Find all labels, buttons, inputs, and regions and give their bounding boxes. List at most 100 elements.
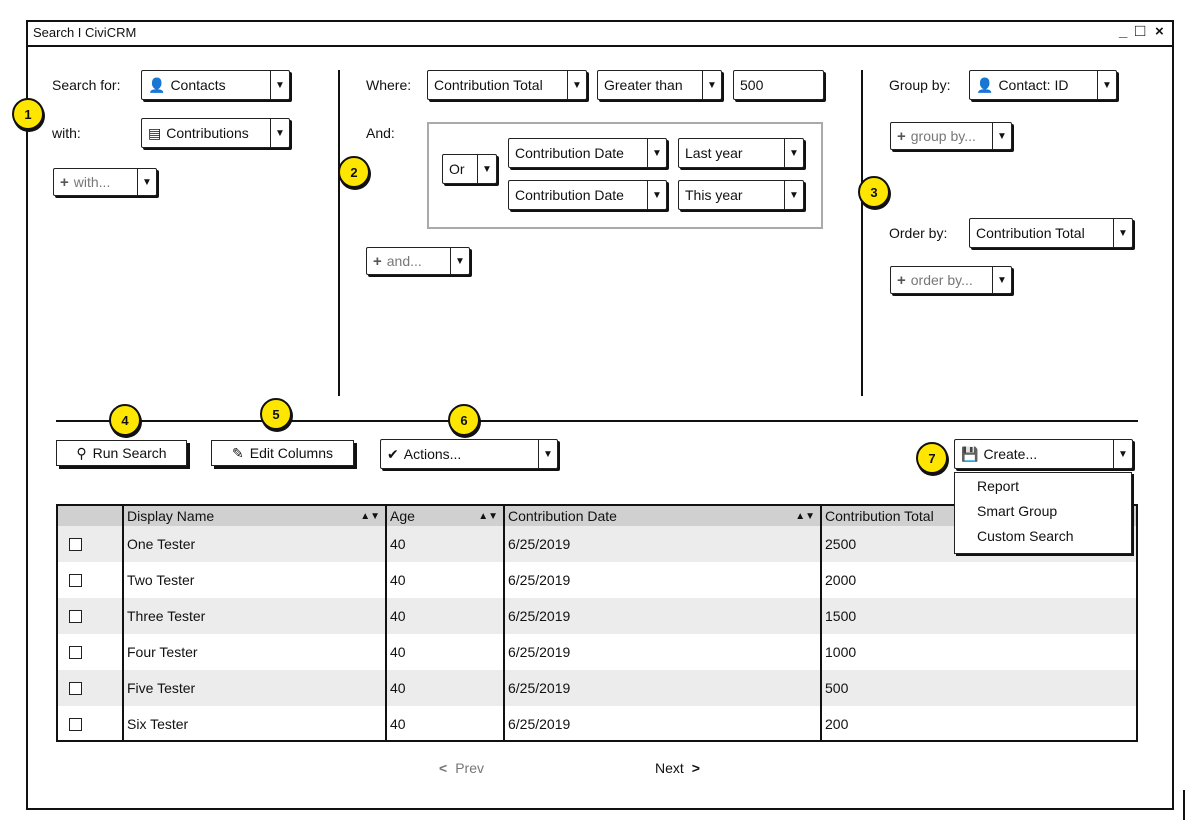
column-header-contribution-date[interactable]: Contribution Date▲▼ — [508, 508, 815, 524]
pencil-icon: ✎ — [232, 444, 244, 461]
where-value-input[interactable]: 500 — [733, 70, 824, 100]
where-label: Where: — [366, 77, 412, 93]
condition2-value: This year — [685, 187, 743, 203]
next-button[interactable]: Next > — [655, 760, 700, 776]
add-group-by-select[interactable]: +group by... ▼ — [890, 122, 1012, 150]
add-and-select[interactable]: +and... ▼ — [366, 247, 470, 275]
with-select[interactable]: ▤Contributions ▼ — [141, 118, 290, 148]
plus-icon: + — [373, 252, 382, 270]
condition1-value-select[interactable]: Last year ▼ — [678, 138, 804, 168]
cell-contribution-total: 2500 — [825, 536, 857, 552]
table-row[interactable]: Two Tester 40 6/25/2019 2000 — [58, 562, 1136, 598]
edit-columns-button[interactable]: ✎ Edit Columns — [211, 440, 354, 466]
chevron-down-icon: ▼ — [784, 181, 803, 209]
cell-contribution-date: 6/25/2019 — [508, 716, 571, 732]
condition2-field-select[interactable]: Contribution Date ▼ — [508, 180, 667, 210]
cell-display-name: Four Tester — [127, 644, 198, 660]
row-checkbox[interactable] — [69, 573, 82, 587]
add-with-select[interactable]: +with... ▼ — [53, 168, 157, 196]
chevron-left-icon: < — [439, 760, 448, 776]
chevron-down-icon: ▼ — [992, 267, 1011, 293]
run-search-button[interactable]: ⚲ Run Search — [56, 440, 187, 466]
condition2-field-value: Contribution Date — [515, 187, 624, 203]
cell-age: 40 — [390, 608, 406, 624]
add-order-by-select[interactable]: +order by... ▼ — [890, 266, 1012, 294]
chevron-down-icon: ▼ — [137, 169, 156, 195]
table-row[interactable]: Five Tester 40 6/25/2019 500 — [58, 670, 1136, 706]
menu-item-custom-search[interactable]: Custom Search — [977, 528, 1074, 544]
credit-card-icon: ▤ — [148, 124, 162, 141]
create-select[interactable]: 💾Create... ▼ — [954, 439, 1133, 469]
plus-icon: + — [897, 127, 906, 145]
column-separator — [122, 506, 124, 740]
chevron-down-icon: ▼ — [647, 181, 666, 209]
where-operator-select[interactable]: Greater than ▼ — [597, 70, 722, 100]
menu-item-report[interactable]: Report — [977, 478, 1020, 494]
column-header-age[interactable]: Age▲▼ — [390, 508, 498, 524]
actions-select[interactable]: ✔Actions... ▼ — [380, 439, 558, 469]
group-operator-select[interactable]: Or ▼ — [442, 154, 497, 184]
chevron-down-icon: ▼ — [992, 123, 1011, 149]
with-value: Contributions — [166, 125, 249, 141]
marker-7: 7 — [916, 442, 948, 474]
results-table: Display Name▲▼ Age▲▼ Contribution Date▲▼… — [56, 504, 1138, 742]
chevron-down-icon: ▼ — [270, 119, 289, 147]
row-checkbox[interactable] — [69, 681, 82, 695]
column-separator — [503, 506, 505, 740]
marker-1: 1 — [12, 98, 44, 130]
table-row[interactable]: Three Tester 40 6/25/2019 1500 — [58, 598, 1136, 634]
column-header-contribution-total[interactable]: Contribution Total — [825, 508, 934, 524]
table-row[interactable]: Four Tester 40 6/25/2019 1000 — [58, 634, 1136, 670]
create-label: Create... — [983, 446, 1038, 462]
cell-contribution-total: 500 — [825, 680, 849, 696]
menu-item-smart-group[interactable]: Smart Group — [977, 503, 1058, 519]
where-operator-value: Greater than — [604, 77, 683, 93]
cell-contribution-total: 1500 — [825, 608, 857, 624]
close-icon[interactable]: × — [1155, 23, 1164, 40]
chevron-down-icon: ▼ — [784, 139, 803, 167]
condition2-value-select[interactable]: This year ▼ — [678, 180, 804, 210]
row-checkbox[interactable] — [69, 645, 82, 659]
marker-6: 6 — [448, 404, 480, 436]
actions-label: Actions... — [403, 446, 462, 462]
where-value: 500 — [740, 77, 764, 93]
cell-contribution-date: 6/25/2019 — [508, 644, 571, 660]
table-row[interactable]: Six Tester 40 6/25/2019 200 — [58, 706, 1136, 742]
row-checkbox[interactable] — [69, 717, 82, 731]
column-header-display-name[interactable]: Display Name▲▼ — [127, 508, 380, 524]
chevron-down-icon: ▼ — [1113, 219, 1132, 247]
chevron-down-icon: ▼ — [1113, 440, 1132, 468]
order-by-label: Order by: — [889, 225, 948, 241]
marker-4: 4 — [109, 404, 141, 436]
group-by-select[interactable]: 👤Contact: ID ▼ — [969, 70, 1117, 100]
chevron-down-icon: ▼ — [477, 155, 496, 183]
prev-button[interactable]: < Prev — [439, 760, 484, 776]
prev-label: Prev — [455, 760, 484, 776]
chevron-down-icon: ▼ — [270, 71, 289, 99]
sort-icon: ▲▼ — [795, 510, 815, 522]
condition1-field-select[interactable]: Contribution Date ▼ — [508, 138, 667, 168]
order-by-value: Contribution Total — [976, 225, 1085, 241]
sort-icon: ▲▼ — [360, 510, 380, 522]
chevron-right-icon: > — [691, 760, 700, 776]
cell-display-name: Six Tester — [127, 716, 189, 732]
maximize-icon[interactable]: □ — [1135, 21, 1146, 40]
marker-5: 5 — [260, 398, 292, 430]
cell-display-name: Five Tester — [127, 680, 196, 696]
add-with-label: with... — [73, 174, 111, 190]
where-field-select[interactable]: Contribution Total ▼ — [427, 70, 587, 100]
cell-age: 40 — [390, 680, 406, 696]
with-label: with: — [52, 125, 81, 141]
order-by-select[interactable]: Contribution Total ▼ — [969, 218, 1133, 248]
run-search-label: Run Search — [92, 445, 167, 461]
search-for-label: Search for: — [52, 77, 121, 93]
chevron-down-icon: ▼ — [702, 71, 721, 99]
chevron-down-icon: ▼ — [567, 71, 586, 99]
row-checkbox[interactable] — [69, 609, 82, 623]
search-for-select[interactable]: 👤Contacts ▼ — [141, 70, 290, 100]
minimize-icon[interactable]: _ — [1119, 23, 1128, 40]
edit-columns-label: Edit Columns — [249, 445, 333, 461]
group-by-label: Group by: — [889, 77, 951, 93]
row-checkbox[interactable] — [69, 537, 82, 551]
divider-left — [338, 70, 340, 396]
